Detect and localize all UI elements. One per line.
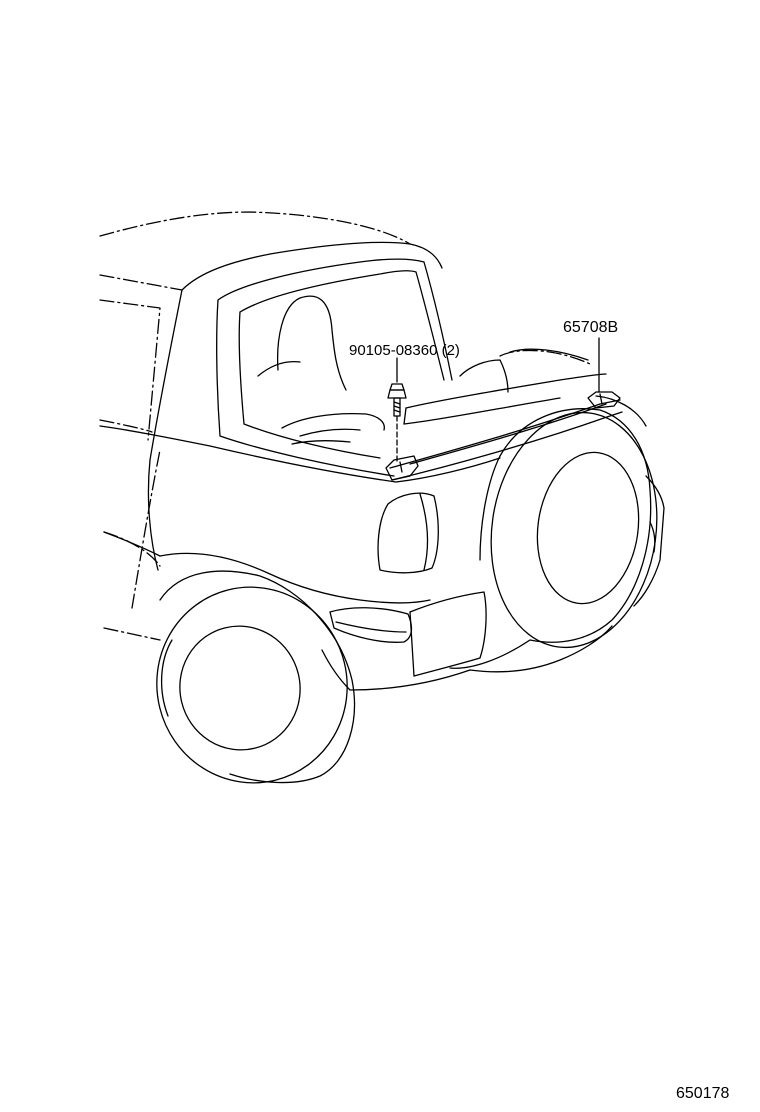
right-rear-body (469, 475, 665, 673)
figure-number: 650178 (676, 1085, 730, 1102)
vehicle-outline (99, 211, 591, 641)
callout-bolt: 90105-08360 (2) (349, 342, 460, 359)
cover-rail (385, 348, 623, 481)
bolt (387, 383, 407, 465)
spare-tire (449, 395, 658, 669)
left-rear-wheel (156, 570, 356, 784)
leader-lines (396, 337, 600, 393)
callout-65708b: 65708B (563, 319, 619, 336)
vehicle-body (99, 241, 501, 691)
